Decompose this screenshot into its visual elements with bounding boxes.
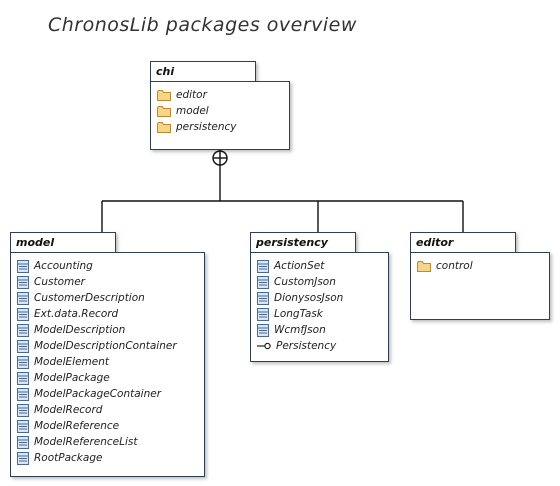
- package-item-label: control: [436, 260, 473, 272]
- class-item[interactable]: ModelPackageContainer: [17, 386, 161, 402]
- class-item[interactable]: ModelElement: [17, 354, 109, 370]
- folder-icon: [157, 122, 171, 133]
- class-icon: [17, 355, 29, 369]
- class-icon: [17, 339, 29, 353]
- class-item-label: CustomJson: [274, 276, 336, 288]
- interface-item-label: Persistency: [276, 340, 337, 352]
- class-item-label: ModelPackageContainer: [34, 388, 162, 400]
- class-item[interactable]: ModelReferenceList: [17, 434, 137, 450]
- package-item[interactable]: persistency: [157, 119, 237, 135]
- package-editor-tab: editor: [410, 232, 516, 252]
- package-persistency-body: ActionSet CustomJson DionysosJson LongTa…: [250, 252, 389, 362]
- package-editor-body: control: [410, 252, 550, 320]
- class-icon: [17, 419, 29, 433]
- class-item[interactable]: RootPackage: [17, 450, 102, 466]
- class-item[interactable]: WcmfJson: [257, 322, 326, 338]
- class-item-label: LongTask: [274, 308, 323, 320]
- package-model-name: model: [16, 236, 55, 249]
- package-chi-name: chi: [156, 65, 175, 78]
- class-icon: [17, 403, 29, 417]
- class-item[interactable]: LongTask: [257, 306, 323, 322]
- class-item[interactable]: CustomerDescription: [17, 290, 145, 306]
- package-chi-tab: chi: [150, 61, 256, 81]
- package-item[interactable]: control: [417, 258, 473, 274]
- diagram-title: ChronosLib packages overview: [48, 14, 357, 36]
- class-item-label: RootPackage: [34, 452, 103, 464]
- class-item-label: ModelRecord: [34, 404, 103, 416]
- class-item-label: DionysosJson: [274, 292, 344, 304]
- class-icon: [17, 435, 29, 449]
- class-icon: [257, 259, 269, 273]
- class-item[interactable]: Ext.data.Record: [17, 306, 118, 322]
- class-icon: [17, 323, 29, 337]
- package-item-label: persistency: [176, 121, 237, 133]
- interface-item[interactable]: Persistency: [257, 338, 336, 354]
- package-item[interactable]: editor: [157, 87, 207, 103]
- package-model-body: Accounting Customer CustomerDescription …: [10, 252, 205, 477]
- folder-icon: [157, 106, 171, 117]
- class-item[interactable]: DionysosJson: [257, 290, 343, 306]
- class-icon: [17, 259, 29, 273]
- class-item-label: ActionSet: [274, 260, 325, 272]
- class-icon: [257, 307, 269, 321]
- class-item-label: ModelReference: [34, 420, 120, 432]
- interface-lollipop-icon: [257, 342, 271, 350]
- class-item[interactable]: ModelDescriptionContainer: [17, 338, 177, 354]
- class-item-label: Customer: [34, 276, 86, 288]
- package-persistency-tab: persistency: [250, 232, 356, 252]
- class-icon: [257, 275, 269, 289]
- package-item[interactable]: model: [157, 103, 209, 119]
- folder-icon: [157, 90, 171, 101]
- class-item[interactable]: Accounting: [17, 258, 93, 274]
- package-chi-body: editor model persistency: [150, 81, 290, 150]
- class-item[interactable]: ActionSet: [257, 258, 324, 274]
- class-item-label: Accounting: [34, 260, 93, 272]
- class-icon: [17, 387, 29, 401]
- class-item-label: WcmfJson: [274, 324, 326, 336]
- package-model-tab: model: [10, 232, 116, 252]
- containment-icon: [212, 150, 228, 166]
- class-item[interactable]: ModelRecord: [17, 402, 102, 418]
- package-item-label: editor: [176, 89, 207, 101]
- class-icon: [17, 275, 29, 289]
- class-item[interactable]: ModelReference: [17, 418, 119, 434]
- class-item-label: ModelDescription: [34, 324, 126, 336]
- class-item-label: ModelElement: [34, 356, 109, 368]
- class-item[interactable]: ModelDescription: [17, 322, 125, 338]
- class-item-label: ModelPackage: [34, 372, 110, 384]
- class-item[interactable]: CustomJson: [257, 274, 336, 290]
- package-editor-name: editor: [416, 236, 454, 249]
- package-item-label: model: [176, 105, 209, 117]
- class-item-label: CustomerDescription: [34, 292, 145, 304]
- class-icon: [257, 323, 269, 337]
- class-item-label: ModelReferenceList: [34, 436, 138, 448]
- class-item-label: ModelDescriptionContainer: [34, 340, 177, 352]
- class-icon: [257, 291, 269, 305]
- class-icon: [17, 371, 29, 385]
- package-persistency-name: persistency: [256, 236, 328, 249]
- class-icon: [17, 451, 29, 465]
- folder-icon: [417, 261, 431, 272]
- class-icon: [17, 307, 29, 321]
- class-icon: [17, 291, 29, 305]
- class-item[interactable]: Customer: [17, 274, 85, 290]
- class-item-label: Ext.data.Record: [34, 308, 119, 320]
- class-item[interactable]: ModelPackage: [17, 370, 110, 386]
